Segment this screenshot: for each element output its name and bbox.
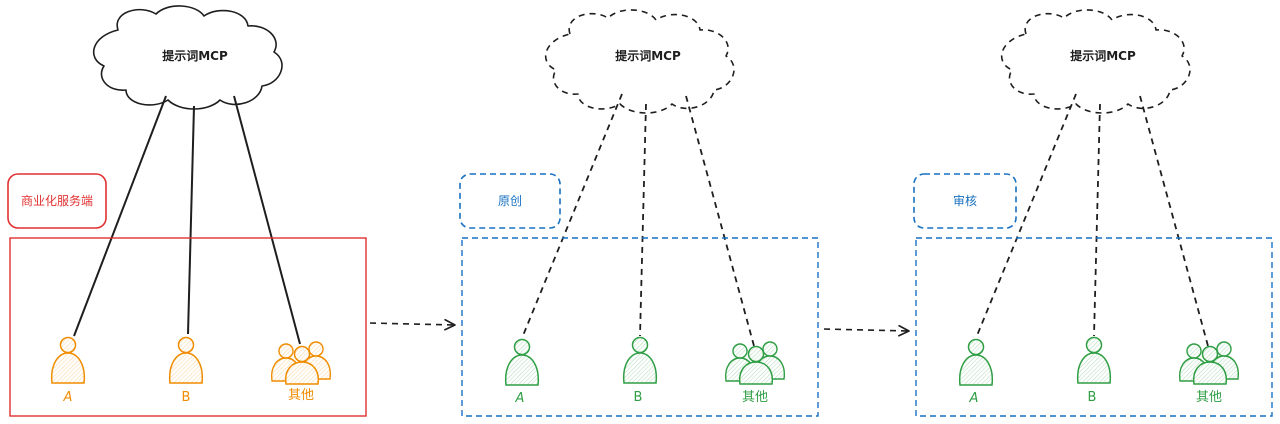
tag-label-commercial: 商业化服务端	[21, 193, 93, 208]
tag-box-commercial	[7, 173, 107, 229]
user-container-commercial	[9, 237, 367, 417]
panel-original: 提示词MCP 原创 A B	[459, 9, 819, 417]
user-label-a: A	[63, 390, 73, 405]
connector-a	[521, 93, 623, 339]
person-icon	[622, 336, 658, 384]
flow-arrow-2	[823, 324, 910, 337]
user-label-other: 其他	[288, 388, 314, 403]
connector-a	[975, 93, 1077, 339]
user-label-b: B	[182, 390, 191, 405]
tag-box-review	[913, 173, 1017, 229]
user-label-b: B	[1088, 390, 1097, 405]
cloud-label: 提示词MCP	[615, 48, 681, 63]
cloud-label: 提示词MCP	[162, 48, 228, 63]
connector-b	[639, 103, 647, 337]
person-icon	[168, 336, 204, 384]
connector-other	[1139, 95, 1209, 347]
flow-arrow-1	[369, 318, 456, 331]
user-label-b: B	[634, 390, 643, 405]
group-icon	[724, 341, 786, 385]
user-label-a: A	[969, 391, 979, 406]
group-icon	[1178, 341, 1240, 385]
tag-box-original	[459, 173, 561, 229]
user-container-review	[915, 237, 1273, 417]
connector-other	[233, 95, 301, 345]
tag-label-original: 原创	[498, 194, 522, 208]
connector-other	[685, 95, 755, 347]
user-container-original	[461, 237, 819, 417]
tag-label-review: 审核	[953, 193, 977, 208]
user-label-other: 其他	[1196, 390, 1222, 405]
user-label-a: A	[515, 391, 525, 406]
person-icon	[958, 338, 994, 386]
cloud-mcp-1: 提示词MCP	[93, 5, 283, 110]
person-icon	[50, 336, 86, 384]
group-icon	[270, 341, 332, 385]
person-icon	[1076, 336, 1112, 384]
panel-commercial: 提示词MCP 商业化服务端 A B	[7, 5, 367, 417]
connector-b	[1093, 103, 1101, 337]
person-icon	[504, 338, 540, 386]
cloud-mcp-3: 提示词MCP	[1001, 9, 1191, 114]
cloud-mcp-2: 提示词MCP	[545, 9, 735, 114]
user-label-other: 其他	[742, 390, 768, 405]
connector-b	[187, 105, 195, 335]
panel-review: 提示词MCP 审核 A B	[913, 9, 1273, 417]
cloud-label: 提示词MCP	[1070, 48, 1136, 63]
connector-a	[73, 95, 167, 337]
